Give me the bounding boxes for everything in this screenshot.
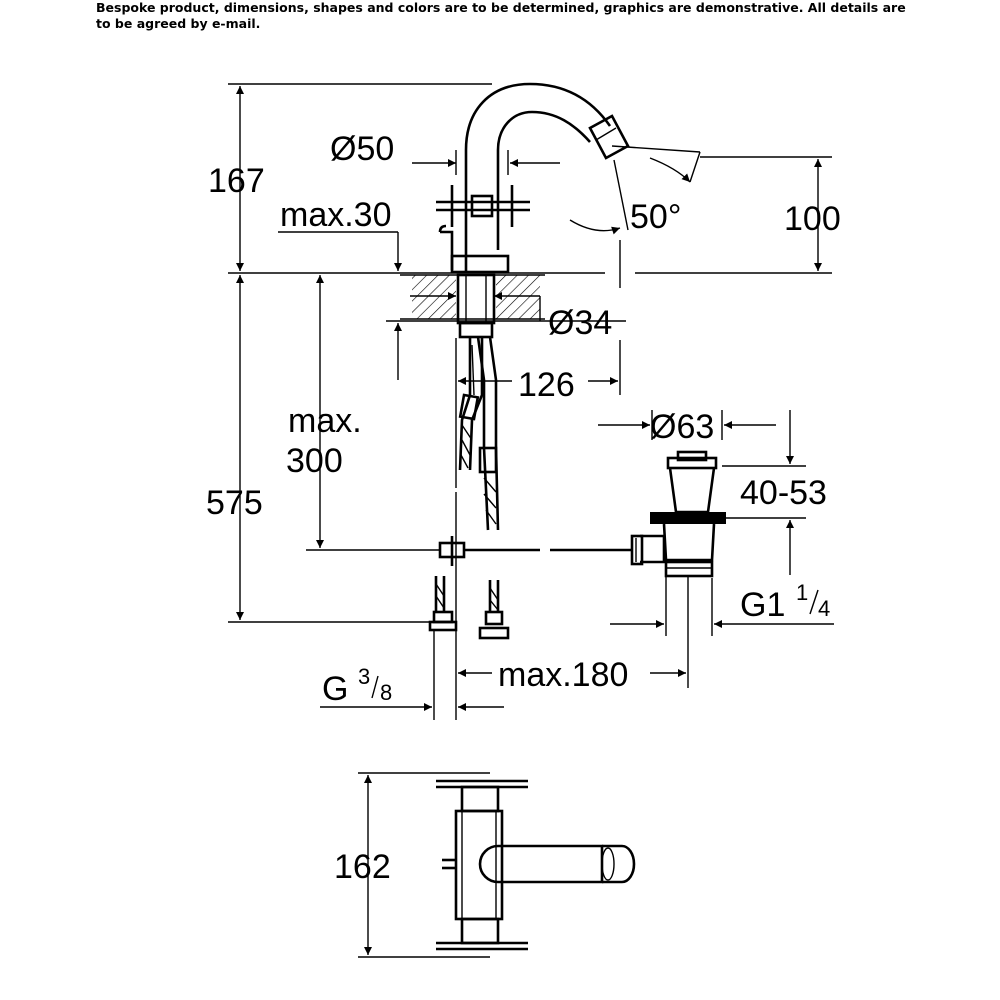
dim-d63: Ø63 <box>650 408 714 446</box>
dim-max30: max.30 <box>280 196 392 234</box>
disclaimer-note: Bespoke product, dimensions, shapes and … <box>96 0 906 31</box>
dim-g-3-8: G 3 8 <box>322 664 392 708</box>
dim-d50: Ø50 <box>330 130 394 168</box>
countertop-section <box>400 273 545 339</box>
popup-linkage <box>438 534 644 566</box>
dim-g38-main: G <box>322 670 348 708</box>
dim-g1-den: 4 <box>818 596 830 621</box>
dim-g1-num: 1 <box>796 580 808 605</box>
dim-g1-1-4: G1 1 4 <box>740 580 830 624</box>
dim-angle: 50° <box>630 198 681 236</box>
dim-162: 162 <box>334 848 391 886</box>
dim-g1-main: G1 <box>740 586 785 624</box>
dim-g38-den: 8 <box>380 680 392 705</box>
dim-575: 575 <box>206 484 263 522</box>
supply-connectors <box>428 576 510 640</box>
dim-40-53: 40-53 <box>740 474 827 512</box>
dim-g38-num: 3 <box>358 664 370 689</box>
dim-max-label: max. <box>288 402 362 440</box>
extension-lines <box>228 83 832 958</box>
dim-d34: Ø34 <box>548 304 612 342</box>
dim-126: 126 <box>518 366 575 404</box>
flexible-hoses <box>458 336 500 531</box>
dim-300: 300 <box>286 442 343 480</box>
dim-167: 167 <box>208 162 265 200</box>
dim-max180: max.180 <box>498 656 628 694</box>
faucet-top-view <box>436 779 636 951</box>
drain-valve <box>640 450 726 578</box>
faucet-side-view <box>436 82 630 274</box>
dim-100: 100 <box>784 200 841 238</box>
